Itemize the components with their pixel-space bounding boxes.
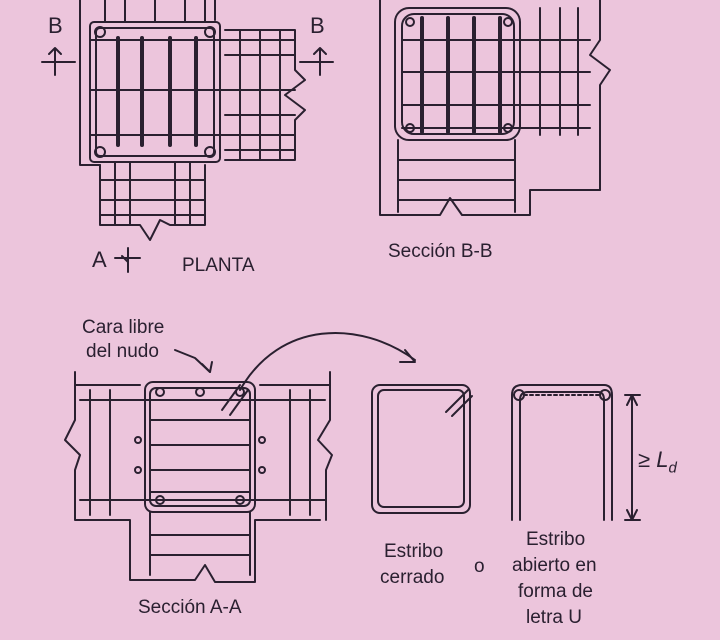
ld-label: ≥ Ld — [638, 447, 677, 477]
cara-libre-label-1: Cara libre — [82, 317, 165, 338]
planta-view — [41, 0, 334, 273]
connector-o-label: o — [474, 556, 485, 577]
detail-arrow — [239, 331, 416, 391]
section-a-label: A — [92, 247, 107, 272]
section-b-left-label: B — [48, 13, 63, 38]
estribo-abierto-label-4: letra U — [526, 607, 582, 628]
seccion-aa-view — [64, 349, 333, 583]
ld-ge-symbol: ≥ — [638, 447, 651, 472]
estribo-abierto-label-1: Estribo — [526, 529, 586, 550]
planta-label: PLANTA — [182, 255, 255, 276]
closed-stirrup-detail — [371, 384, 473, 514]
estribo-abierto-label-2: abierto en — [512, 555, 597, 576]
seccion-aa-label: Sección A-A — [138, 597, 242, 618]
section-b-right-label: B — [310, 13, 325, 38]
estribo-cerrado-label-1: Estribo — [384, 541, 444, 562]
estribo-cerrado-label-2: cerrado — [380, 567, 445, 588]
estribo-abierto-label-3: forma de — [518, 581, 593, 602]
cara-libre-label-2: del nudo — [86, 341, 159, 362]
seccion-bb-label: Sección B-B — [388, 241, 493, 262]
seccion-bb-view — [379, 0, 611, 216]
ld-symbol: L — [656, 447, 669, 472]
ld-subscript: d — [668, 459, 677, 477]
open-u-stirrup-detail — [511, 384, 641, 521]
